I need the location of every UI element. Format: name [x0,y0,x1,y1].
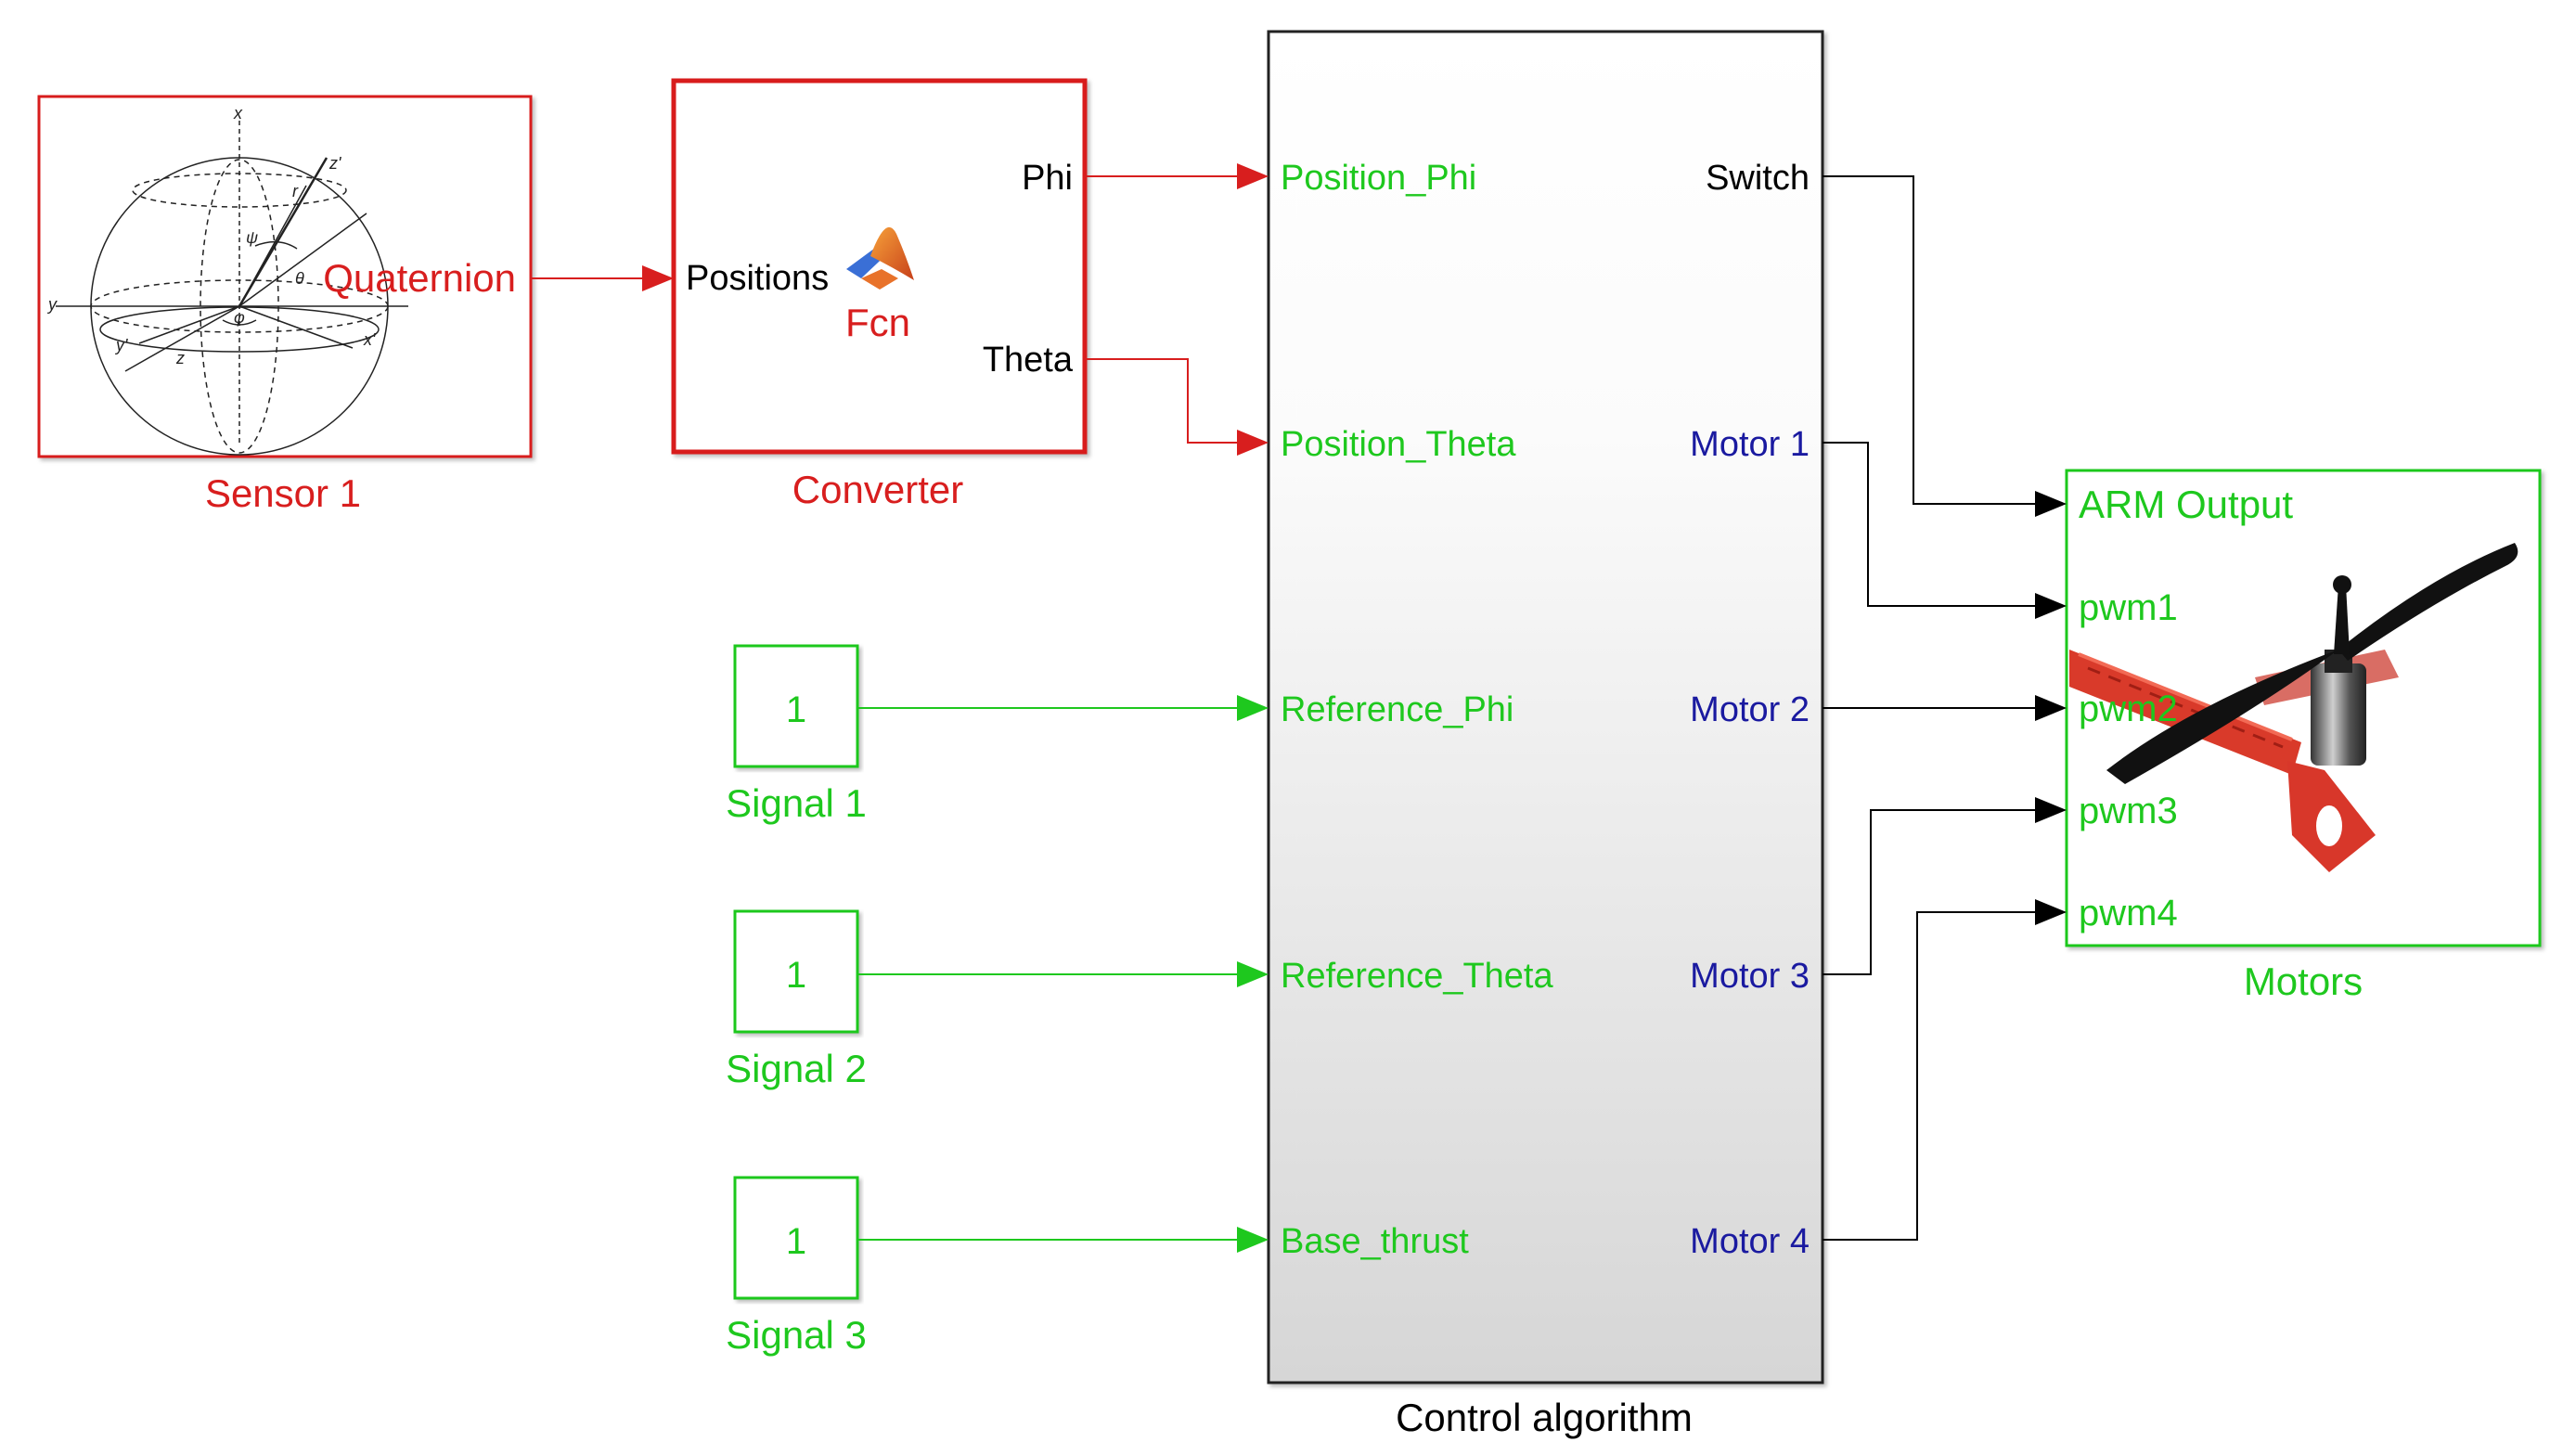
arrowhead [1237,163,1269,189]
signal3-value: 1 [786,1221,806,1262]
arrowhead [1237,695,1269,721]
motors-input-port-label: pwm2 [2079,689,2178,729]
control-input-port-label: Position_Phi [1281,159,1476,198]
control-block-name: Control algorithm [1396,1396,1693,1439]
signal2-value: 1 [786,955,806,996]
control-input-port-label: Position_Theta [1281,425,1516,464]
signal3-block[interactable]: 1 Signal 3 [726,1176,867,1357]
sphere-label: r [292,182,299,200]
control-input-port-label: Reference_Theta [1281,957,1553,996]
sphere-label: θ [295,269,304,288]
sphere-label: y [46,295,58,314]
control-input-port-label: Reference_Phi [1281,690,1513,729]
converter-output-port-label: Phi [1022,159,1073,198]
matlab-logo-icon [846,226,914,290]
connections [531,163,2067,1253]
sensor-block[interactable]: x y z z' y' x' ψ θ φ r Quaternion Sensor… [37,95,533,515]
arrowhead [2035,899,2067,925]
motors-input-port-label: pwm1 [2079,587,2178,628]
arrowhead [1237,961,1269,987]
converter-output-port-label: Theta [983,341,1074,380]
arrowhead [1237,1227,1269,1253]
arrowhead [2035,797,2067,823]
arrowhead [2035,593,2067,619]
converter-function-label: Fcn [845,301,910,344]
control-algorithm-block[interactable]: Position_Phi Position_Theta Reference_Ph… [1267,30,1824,1439]
signal1-block-name: Signal 1 [726,781,867,825]
signal-line-switch[interactable] [1823,175,2048,505]
control-output-port-label: Switch [1706,159,1810,198]
control-input-port-label: Base_thrust [1281,1222,1469,1261]
sphere-label: φ [234,308,245,327]
signal-line-theta[interactable] [1085,358,1250,444]
motors-input-port-label: pwm3 [2079,791,2178,831]
sphere-label: z [175,349,185,367]
converter-block[interactable]: Positions Phi Theta Fcn Converter [671,78,1088,511]
signal2-block[interactable]: 1 Signal 2 [726,909,867,1090]
control-output-port-label: Motor 3 [1690,957,1810,996]
motors-block[interactable]: ARM Output pwm1 pwm2 pwm3 pwm4 Motors [2065,469,2542,1003]
arrowhead [1237,430,1269,456]
signal1-block[interactable]: 1 Signal 1 [726,644,867,825]
drone-motor-propeller-photo [2069,543,2518,872]
sphere-label: x' [363,330,376,349]
sphere-label: y' [114,336,128,354]
sphere-label: z' [328,154,341,173]
control-output-port-label: Motor 2 [1690,690,1810,729]
arrowhead [642,265,674,291]
signal-line-motor4[interactable] [1823,911,2048,1241]
control-output-port-label: Motor 4 [1690,1222,1810,1261]
control-output-port-label: Motor 1 [1690,425,1810,464]
sensor-output-port-label: Quaternion [323,256,516,300]
motors-input-port-label: ARM Output [2079,483,2293,526]
sphere-label: ψ [246,228,258,247]
signal1-value: 1 [786,689,806,730]
signal2-block-name: Signal 2 [726,1047,867,1090]
converter-block-name: Converter [792,468,963,511]
sensor-block-name: Sensor 1 [205,471,361,515]
motors-block-name: Motors [2244,959,2363,1003]
signal-line-motor1[interactable] [1823,442,2048,607]
converter-input-port-label: Positions [686,259,829,298]
signal-line-motor3[interactable] [1823,809,2048,975]
bloch-sphere-diagram [56,121,408,456]
motors-input-port-label: pwm4 [2079,893,2178,934]
signal3-block-name: Signal 3 [726,1313,867,1357]
arrowhead [2035,491,2067,517]
arrowhead [2035,695,2067,721]
sphere-label: x [233,104,243,122]
